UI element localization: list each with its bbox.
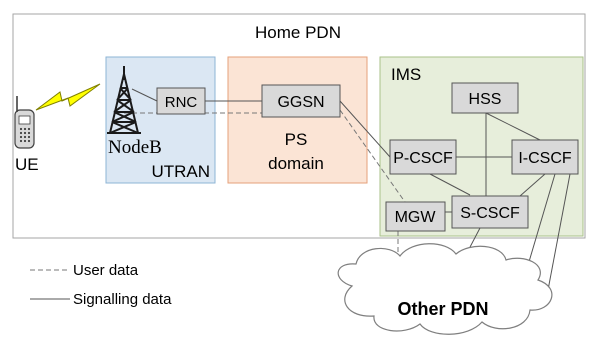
other-pdn-label: Other PDN [397,299,488,319]
radio-link-lightning-icon [35,83,101,111]
icscf-other-pdn-link-b [547,173,571,291]
nodeb-label: NodeB [108,137,162,158]
pcscf-label: P-CSCF [393,150,453,167]
scscf-node [451,195,529,229]
mgw-label: MGW [395,209,437,226]
rnc-node [156,87,206,115]
rnc-label: RNC [165,94,198,111]
icscf-node [511,139,579,175]
ims-label: IMS [391,65,421,84]
hss-icscf-link [485,112,541,141]
ps-domain-label-line1: PS [285,130,308,149]
signalling-links [131,88,571,291]
ps-domain-area [227,56,368,184]
pcscf-node [389,139,457,175]
hss-label: HSS [469,91,502,108]
ggsn-label: GGSN [277,94,324,111]
ue-label: UE [15,155,39,174]
ps-domain-label-line2: domain [268,154,324,173]
ue-phone-icon [14,96,35,149]
hss-node [451,82,519,114]
home-pdn-title: Home PDN [255,23,341,42]
ggsn-node [261,84,341,118]
nodeb-tower-icon [107,66,141,134]
utran-label: UTRAN [151,162,210,181]
ggsn-mgw-user-link [339,109,406,203]
legend-signalling-data-label: Signalling data [73,291,172,308]
nodeb-rnc-link [131,88,158,102]
legend-user-data-label: User data [73,262,139,279]
other-pdn-cloud [337,243,553,335]
ggsn-pcscf-link [339,100,391,158]
pcscf-scscf-link [429,173,471,196]
icscf-label: I-CSCF [518,150,572,167]
mgw-node [385,201,446,232]
scscf-label: S-CSCF [460,205,520,222]
icscf-scscf-link [519,173,546,197]
